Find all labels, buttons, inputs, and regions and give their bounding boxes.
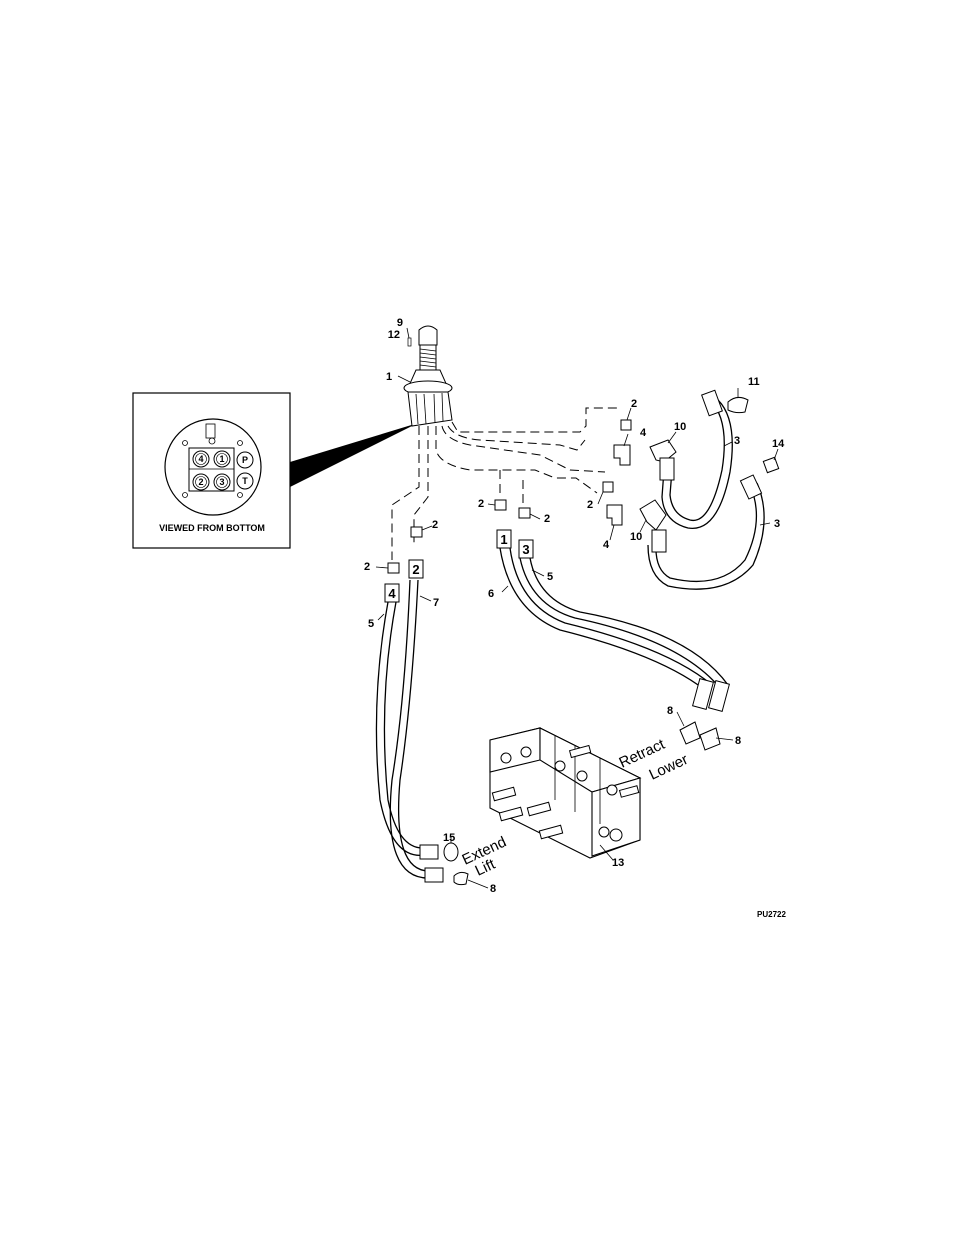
hose-tag-label: 2: [412, 562, 419, 577]
callout-2: 2: [432, 519, 438, 531]
elbow-fitting-8: [680, 722, 700, 744]
port-3: 3: [214, 474, 230, 490]
bottom-view-inset: 4 1 P 2 3 T VIEWED FROM BOTTOM: [133, 393, 290, 548]
port-label: 1: [219, 454, 224, 464]
adapter-fitting: [388, 563, 399, 573]
control-valve: [490, 728, 640, 858]
callout-2: 2: [478, 498, 484, 510]
hose-tag-label: 3: [522, 542, 529, 557]
mount-hole: [238, 493, 243, 498]
hose-end: [702, 390, 723, 415]
fittings-group-right: [603, 397, 779, 530]
callout-3: 3: [734, 435, 740, 447]
callout-5: 5: [547, 571, 553, 583]
joystick-knob-top: [419, 326, 437, 345]
callout-6: 6: [488, 588, 494, 600]
elbow-fitting: [607, 505, 622, 525]
hose-tag-label: 1: [500, 532, 507, 547]
callout-3: 3: [774, 518, 780, 530]
callout-8: 8: [490, 883, 496, 895]
detail-pointer: [290, 423, 418, 487]
adapter-fitting: [495, 500, 506, 510]
drawing-id: PU2722: [757, 910, 786, 919]
plug-15: [444, 843, 458, 861]
adapter-fitting: [621, 420, 631, 430]
hose-tag-label: 4: [388, 586, 396, 601]
hose-3-upper: [670, 400, 724, 520]
inset-caption: VIEWED FROM BOTTOM: [159, 523, 265, 533]
callout-10: 10: [674, 421, 686, 433]
callout-15: 15: [443, 832, 455, 844]
callout-14: 14: [772, 438, 785, 450]
port-4: 4: [193, 451, 209, 467]
port-label: 4: [198, 454, 203, 464]
port-label: 3: [219, 477, 224, 487]
mount-hole: [238, 441, 243, 446]
mount-hole: [183, 493, 188, 498]
callout-1: 1: [386, 371, 392, 383]
callout-2: 2: [587, 499, 593, 511]
port-label: P: [242, 455, 248, 465]
port-1: 1: [214, 451, 230, 467]
hose-5-left: [376, 602, 425, 855]
callout-8: 8: [735, 735, 741, 747]
port-p: P: [237, 452, 253, 468]
port-label: T: [242, 476, 248, 486]
hose-end: [652, 530, 666, 552]
swivel-fitting: [640, 500, 666, 530]
callout-4: 4: [640, 427, 647, 439]
port-t: T: [237, 473, 253, 489]
adapter-fitting: [519, 508, 530, 518]
port-label: 2: [198, 477, 203, 487]
callout-10: 10: [630, 531, 642, 543]
callout-11: 11: [748, 376, 760, 388]
base-notch: [206, 424, 215, 438]
adapter-fitting: [411, 527, 422, 537]
callout-8: 8: [667, 705, 673, 717]
callout-9: 9: [397, 317, 403, 329]
callout-4: 4: [603, 539, 610, 551]
elbow-fitting-8: [454, 872, 468, 884]
hose-6: [500, 548, 705, 690]
cap-fitting: [728, 397, 748, 412]
port-2: 2: [193, 474, 209, 490]
hose-end: [660, 458, 674, 480]
elbow-fitting-8: [700, 728, 720, 750]
hose-end: [740, 475, 761, 499]
hose-end: [420, 845, 438, 859]
elbow-fitting: [614, 445, 630, 465]
hose-end: [425, 868, 443, 882]
callout-13: 13: [612, 857, 624, 869]
joystick-body: [408, 392, 452, 426]
callout-7: 7: [433, 597, 439, 609]
callout-2: 2: [364, 561, 370, 573]
hose-tags: 1 3 2 4: [385, 530, 533, 602]
callout-2: 2: [631, 398, 637, 410]
callout-5: 5: [368, 618, 374, 630]
plug-fitting: [763, 457, 778, 472]
callout-12: 12: [388, 329, 400, 341]
adapter-fitting: [603, 482, 613, 492]
base-pin: [209, 438, 215, 444]
mounting-screw: [408, 338, 411, 346]
hose-7: [390, 580, 430, 878]
joystick-controller: [404, 326, 452, 426]
mount-hole: [183, 441, 188, 446]
callout-2: 2: [544, 513, 550, 525]
